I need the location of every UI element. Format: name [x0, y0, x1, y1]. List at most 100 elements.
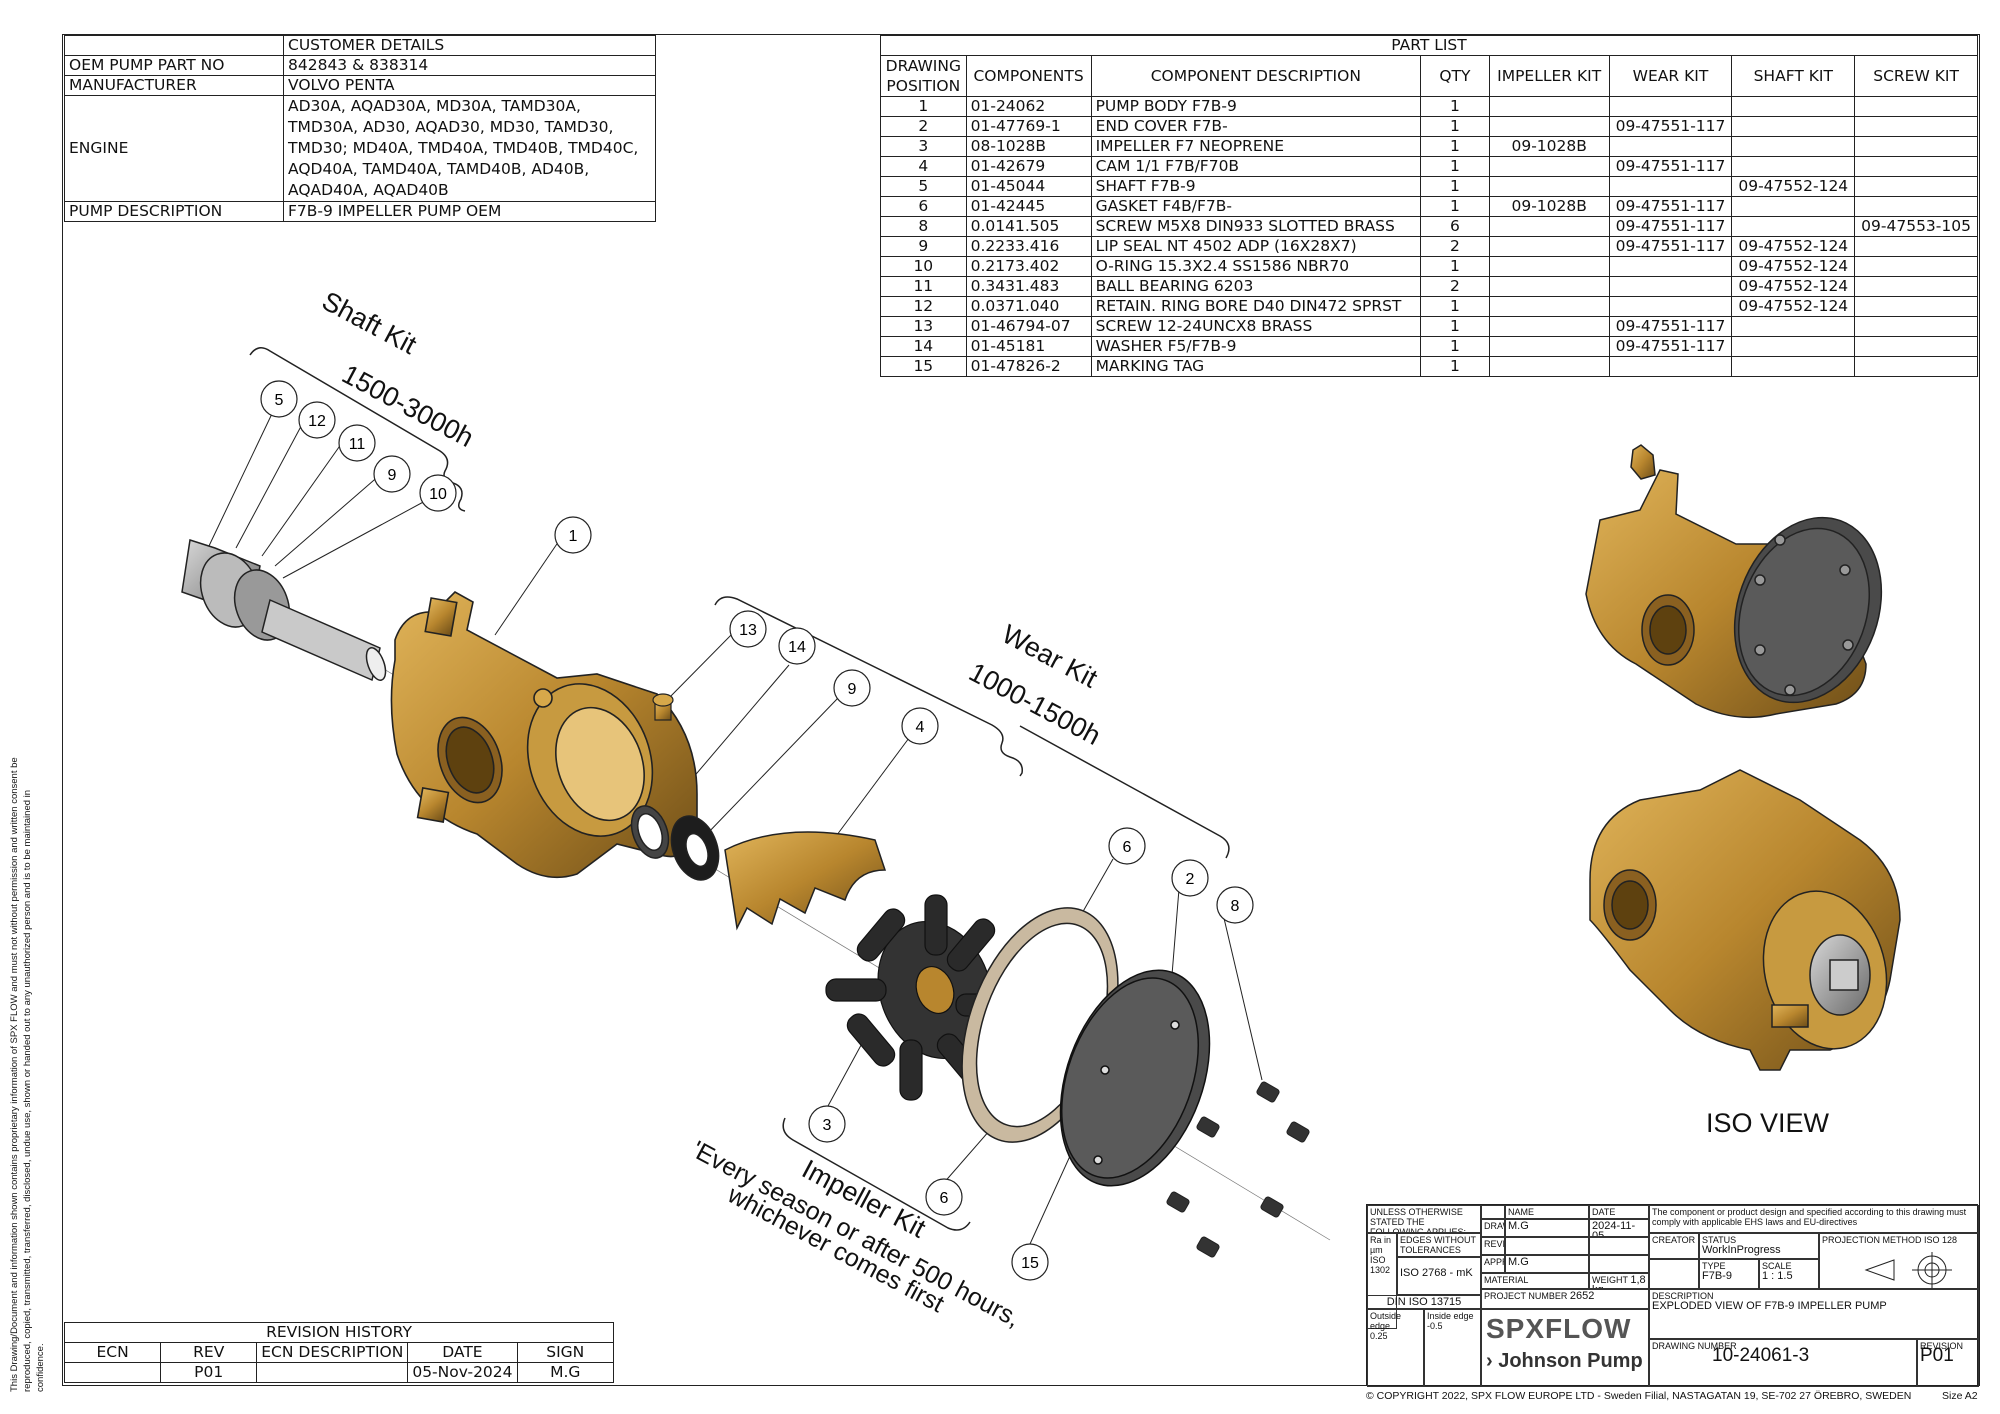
part-list-cell: 09-47552-124: [1731, 276, 1856, 297]
balloon-label: 6: [1123, 839, 1132, 856]
tb-type-value: F7B-9: [1702, 1270, 1732, 1282]
balloon-circle: [778, 627, 816, 665]
tb-material-l: MATERIAL: [1481, 1273, 1589, 1289]
tb-drawing-no-value: 10-24061-3: [1712, 1345, 1810, 1366]
part-list-cell: [1854, 356, 1978, 377]
balloon-circle: [260, 380, 298, 418]
rev-cell: 05-Nov-2024: [407, 1362, 518, 1383]
iso-view-top: [1585, 444, 1883, 719]
part-list-cell: PUMP BODY F7B-9: [1090, 96, 1422, 117]
balloon-label: 15: [1021, 1255, 1039, 1272]
part-list-column-header: WEAR KIT: [1608, 55, 1733, 97]
rev-cell: M.G: [516, 1362, 615, 1383]
tb-weight: WEIGHT 1,8 kg: [1589, 1273, 1649, 1289]
balloon-label: 5: [275, 392, 284, 409]
balloon-label: 12: [308, 413, 326, 430]
balloon-label: 2: [1186, 871, 1195, 888]
tb-inside-label: Inside edge: [1427, 1311, 1474, 1321]
tb-blank: [1481, 1205, 1505, 1219]
part-list-column-header: SCREW KIT: [1854, 55, 1978, 97]
cust-value: VOLVO PENTA: [283, 75, 656, 96]
tb-project-l: PROJECT NUMBER: [1484, 1291, 1568, 1301]
part-list-cell: 09-47551-117: [1608, 236, 1733, 257]
iso-view-label: ISO VIEW: [1706, 1108, 1830, 1138]
cust-value: 842843 & 838314: [283, 55, 656, 76]
tb-ra: Ra in µm ISO 1302: [1367, 1233, 1397, 1329]
balloon-label: 13: [739, 622, 757, 639]
rev-cell: P01: [160, 1362, 258, 1383]
part-list-cell: 01-47826-2: [965, 356, 1092, 377]
balloon-label: 10: [429, 486, 447, 503]
part-list-cell: 01-24062: [965, 96, 1092, 117]
rev-cell: [63, 1362, 162, 1383]
part-list-cell: [1488, 356, 1610, 377]
balloon-circle: [729, 610, 767, 648]
tb-status-value: WorkInProgress: [1702, 1244, 1781, 1256]
part-list-cell: 01-45181: [965, 336, 1092, 357]
tb-approved-name: M.G: [1505, 1255, 1589, 1273]
revision-title: REVISION HISTORY: [64, 1322, 614, 1343]
iso-view-bottom: [1589, 769, 1901, 1071]
tb-reviewed-date: [1589, 1237, 1649, 1255]
balloon-label: 6: [940, 1190, 949, 1207]
tb-din: DIN ISO 13715: [1367, 1295, 1481, 1309]
pump-body: [390, 591, 698, 879]
balloon-circle: [373, 455, 411, 493]
tb-iso2768: ISO 2768 - mK: [1397, 1257, 1481, 1295]
tb-outside-label: Outside edge: [1370, 1311, 1402, 1331]
tb-blank: [1649, 1259, 1699, 1289]
tb-desc-value: EXPLODED VIEW OF F7B-9 IMPELLER PUMP: [1652, 1300, 1887, 1312]
part-list-cell: 09-47551-117: [1608, 116, 1733, 137]
balloon-label: 3: [823, 1117, 832, 1134]
part-list-column-header: QTY: [1420, 55, 1490, 97]
cust-value: F7B-9 IMPELLER PUMP OEM: [283, 201, 656, 222]
part-list-column-header: IMPELLER KIT: [1488, 55, 1610, 97]
rev-header: ECN DESCRIPTION: [256, 1342, 409, 1363]
balloon-circle: [1011, 1243, 1049, 1281]
sheet-size: Size A2: [1942, 1390, 1978, 1402]
part-list-cell: LIP SEAL NT 4502 ADP (16X28X7): [1090, 236, 1422, 257]
balloon-circle: [833, 669, 871, 707]
part-list-cell: 0.0371.040: [965, 296, 1092, 317]
tb-approved-date: [1589, 1255, 1649, 1273]
shaft-assembly: [181, 539, 387, 682]
cust-label: ENGINE: [64, 95, 284, 202]
part-list-column-header: COMPONENT DESCRIPTION: [1090, 55, 1422, 97]
tb-drawing-no-l: DRAWING NUMBER: [1652, 1341, 1737, 1351]
tb-logo-cell: [1481, 1309, 1649, 1387]
balloon-label: 4: [916, 719, 925, 736]
tb-name-h: NAME: [1505, 1205, 1589, 1219]
lip-seal-9: [670, 815, 720, 881]
balloon-label: 1: [569, 528, 578, 545]
tb-scale-l: SCALE: [1762, 1261, 1792, 1271]
tb-weight-value: 1,8 kg: [1592, 1274, 1646, 1289]
cust-label: MANUFACTURER: [64, 75, 284, 96]
cust-value: AD30A, AQAD30A, MD30A, TAMD30A, TMD30A, …: [283, 95, 656, 202]
shaft-kit-label: Shaft Kit: [317, 286, 422, 361]
balloon-label: 14: [788, 639, 806, 656]
tb-projection-l: PROJECTION METHOD ISO 128: [1822, 1235, 1958, 1245]
part-list-cell: 09-47551-117: [1608, 216, 1733, 237]
tb-projection: PROJECTION METHOD ISO 128: [1819, 1233, 1979, 1289]
tb-inside-value: -0.5: [1427, 1321, 1443, 1331]
tb-approved-l: APPROVED: [1481, 1255, 1505, 1273]
part-list-cell: 01-42679: [965, 156, 1092, 177]
balloon-circle: [338, 424, 376, 462]
impeller-kit-note: 'Every season or after 500 hours,: [687, 1136, 1025, 1333]
part-list-cell: GASKET F4B/F7B-: [1090, 196, 1422, 217]
part-list-cell: 08-1028B: [965, 136, 1092, 157]
tb-revision-l: REVISION: [1920, 1341, 1964, 1351]
balloon-circle: [1171, 859, 1209, 897]
tb-reviewed-l: REVIEWED: [1481, 1237, 1505, 1255]
balloon-label: 11: [349, 436, 366, 453]
tb-outside-value: 0.25: [1370, 1331, 1388, 1341]
